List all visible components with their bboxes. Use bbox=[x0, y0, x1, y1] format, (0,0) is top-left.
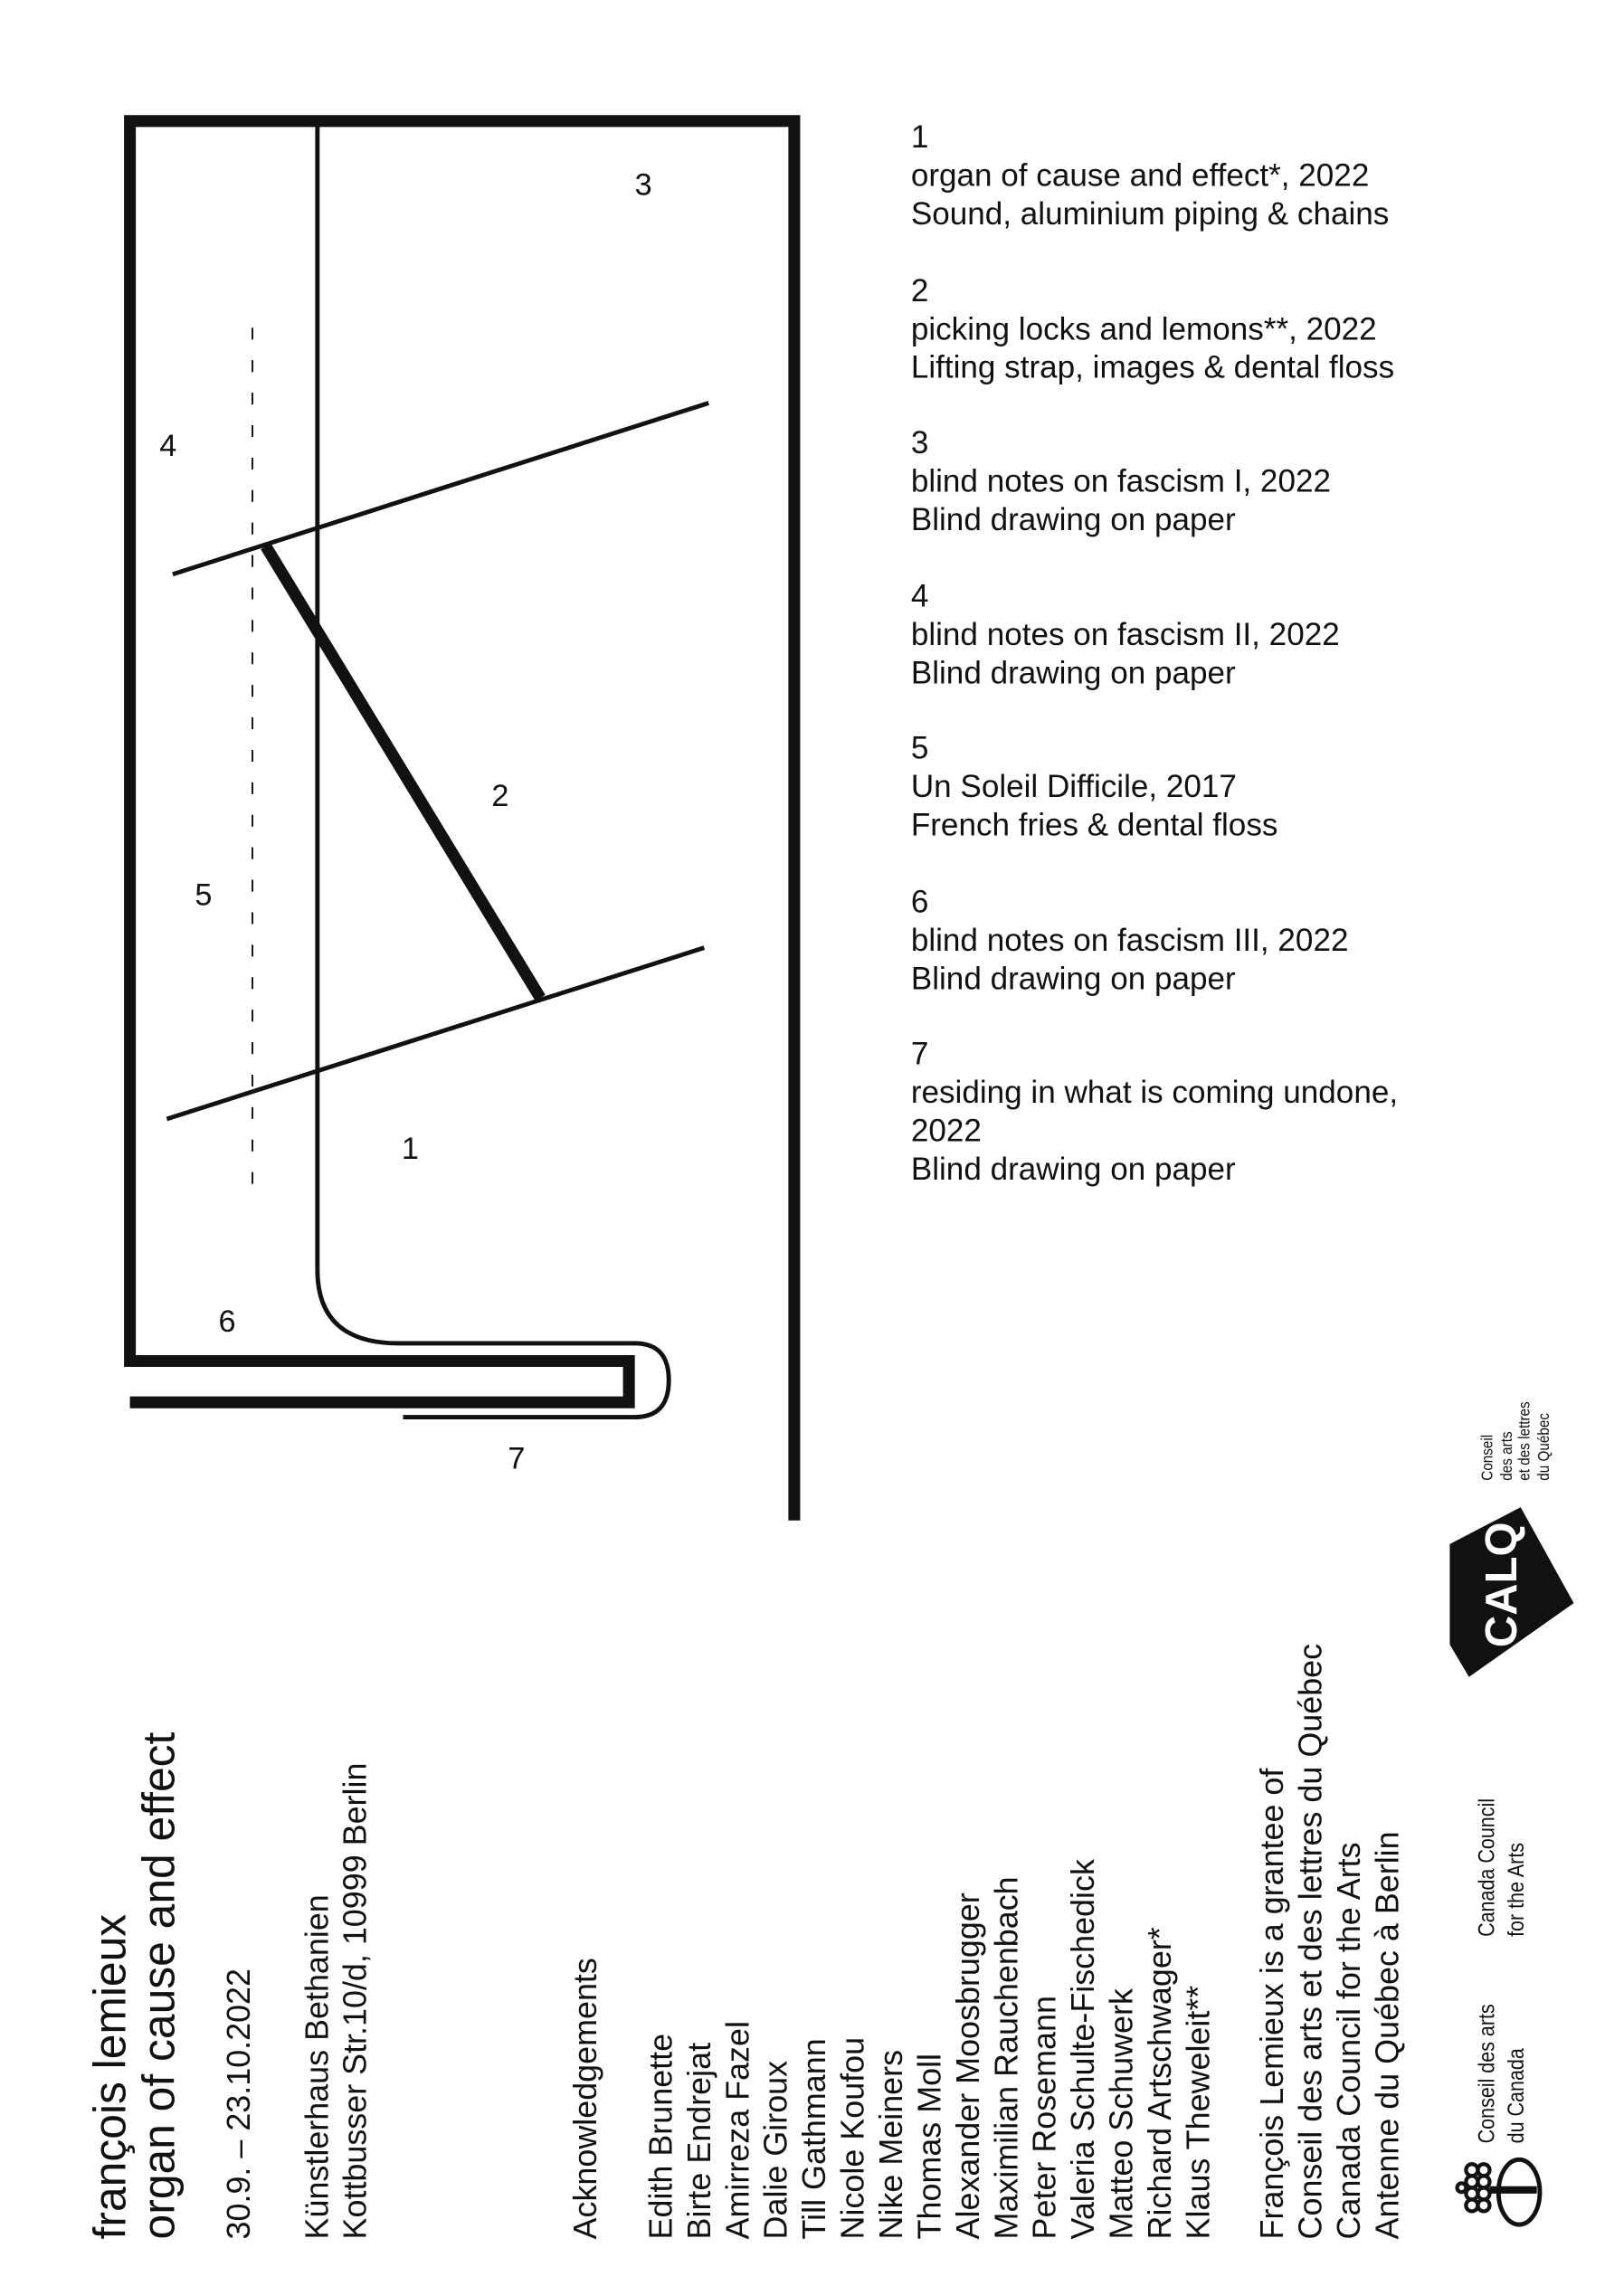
ack-name: Amirreza Fazel bbox=[718, 2021, 756, 2240]
work-number: 6 bbox=[910, 883, 929, 919]
work-title: picking locks and lemons**, 2022 bbox=[910, 310, 1377, 346]
work-number: 7 bbox=[910, 1036, 929, 1072]
calq-line: et des lettres bbox=[1515, 1401, 1534, 1481]
ack-name: Birte Endrejat bbox=[680, 2042, 718, 2240]
work-number: 1 bbox=[910, 119, 929, 156]
work-number: 2 bbox=[910, 272, 929, 308]
cc-fr-line1: Conseil des arts bbox=[1475, 2004, 1500, 2144]
canada-council-text-en: Canada Council for the Arts bbox=[1474, 1774, 1533, 1937]
floor-plan-diagram: 3 4 2 5 1 6 7 bbox=[124, 115, 801, 1521]
ack-name: Maximilian Rauchenbach bbox=[987, 1876, 1025, 2240]
exhibition-dates: 30.9. – 23.10.2022 bbox=[220, 1968, 257, 2240]
work-title: blind notes on fascism I, 2022 bbox=[910, 463, 1331, 499]
work-title: organ of cause and effect*, 2022 bbox=[910, 157, 1370, 194]
ack-name: Nike Meiners bbox=[872, 2049, 910, 2240]
work-medium: Sound, aluminium piping & chains bbox=[910, 196, 1390, 232]
label-6: 6 bbox=[219, 1304, 236, 1339]
work-medium: Lifting strap, images & dental floss bbox=[910, 348, 1395, 385]
work-title: blind notes on fascism II, 2022 bbox=[910, 616, 1340, 652]
line-upper bbox=[172, 401, 710, 577]
calq-line: des arts bbox=[1497, 1431, 1516, 1481]
ack-name: Matteo Schuwerk bbox=[1102, 1988, 1140, 2240]
ack-name: Richard Artschwager* bbox=[1141, 1927, 1179, 2240]
calq-logo-icon: CALQ bbox=[1449, 1507, 1574, 1677]
label-2: 2 bbox=[491, 779, 508, 813]
ack-name: Thomas Moll bbox=[910, 2053, 948, 2240]
label-7: 7 bbox=[508, 1442, 525, 1476]
venue: Künstlerhaus Bethanien bbox=[298, 1894, 336, 2240]
acknowledgements-heading: Acknowledgements bbox=[566, 1958, 604, 2240]
ack-name: Dalie Giroux bbox=[757, 2060, 794, 2240]
lifting-strap bbox=[261, 543, 546, 1001]
label-5: 5 bbox=[195, 877, 212, 912]
room-wall bbox=[124, 115, 801, 1521]
work-medium: Blind drawing on paper bbox=[910, 501, 1236, 537]
work-medium: Blind drawing on paper bbox=[910, 960, 1236, 996]
canada-council-logo-icon bbox=[1455, 2157, 1543, 2227]
label-1: 1 bbox=[402, 1132, 419, 1166]
work-medium: Blind drawing on paper bbox=[910, 1151, 1236, 1187]
work-number: 3 bbox=[910, 424, 929, 461]
ack-name: Till Gathmann bbox=[795, 2038, 833, 2240]
work-medium: Blind drawing on paper bbox=[910, 654, 1236, 690]
work-number: 4 bbox=[910, 577, 929, 614]
work-title: residing in what is coming undone, bbox=[910, 1074, 1399, 1111]
address: Kottbusser Str.10/d, 10999 Berlin bbox=[337, 1762, 374, 2240]
ack-name: Nicole Koufou bbox=[833, 2036, 871, 2240]
ack-name: Klaus Theweleit** bbox=[1179, 1985, 1217, 2240]
aluminium-pipe bbox=[315, 120, 671, 1419]
work-medium: French fries & dental floss bbox=[910, 807, 1278, 843]
grantee-line: François Lemieux is a grantee of bbox=[1253, 1768, 1291, 2240]
grantee-line: Antenne du Québec à Berlin bbox=[1368, 1831, 1406, 2240]
grantee-line: Canada Council for the Arts bbox=[1330, 1842, 1368, 2240]
label-3: 3 bbox=[635, 167, 652, 202]
cc-en-line2: for the Arts bbox=[1504, 1842, 1530, 1937]
work-title: blind notes on fascism III, 2022 bbox=[910, 922, 1349, 958]
work-title: Un Soleil Difficile, 2017 bbox=[910, 769, 1237, 805]
cc-fr-line2: du Canada bbox=[1504, 2048, 1530, 2144]
exhibition-title: organ of cause and effect bbox=[134, 1731, 185, 2240]
ack-name: Valeria Schulte-Fischedick bbox=[1064, 1859, 1102, 2240]
svg-text:CALQ: CALQ bbox=[1477, 1522, 1526, 1647]
ack-name: Peter Rosemann bbox=[1026, 1996, 1063, 2240]
work-title-cont: 2022 bbox=[910, 1113, 982, 1149]
calq-line: Conseil bbox=[1479, 1434, 1497, 1481]
ack-name: Edith Brunette bbox=[641, 2033, 679, 2240]
rotated-text-block: françois lemieux organ of cause and effe… bbox=[0, 1206, 1477, 2240]
line-lower bbox=[166, 945, 706, 1122]
calq-line: du Québec bbox=[1534, 1413, 1553, 1481]
label-4: 4 bbox=[159, 429, 176, 463]
work-number: 5 bbox=[910, 730, 929, 766]
cc-en-line1: Canada Council bbox=[1475, 1797, 1500, 1937]
artist-name: françois lemieux bbox=[85, 1913, 137, 2240]
ack-name: Alexander Moosbrugger bbox=[949, 1892, 987, 2240]
calq-text: Conseil des arts et des lettres du Québe… bbox=[1479, 1388, 1553, 1481]
canada-council-text: Conseil des arts du Canada bbox=[1474, 1979, 1533, 2143]
grantee-line: Conseil des arts et des lettres du Québe… bbox=[1291, 1643, 1329, 2240]
